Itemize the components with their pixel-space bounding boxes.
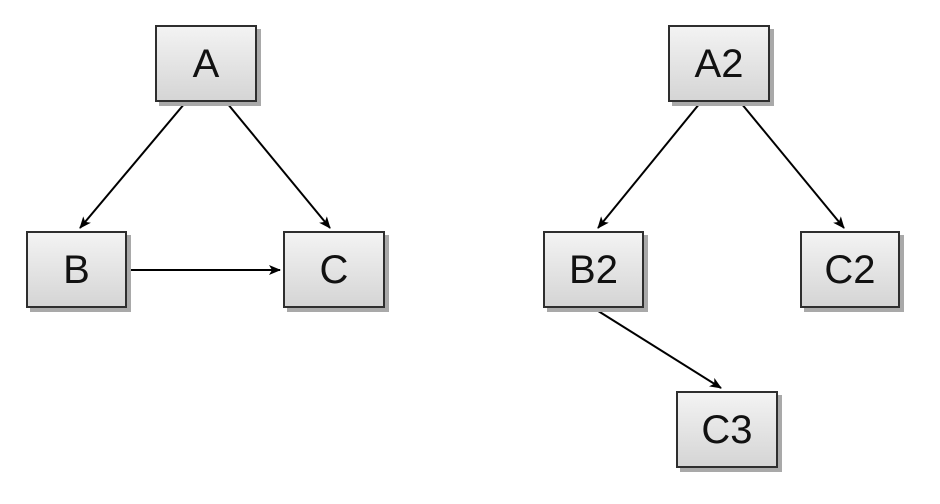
node-C[interactable]: C: [283, 231, 385, 308]
node-label-C3: C3: [701, 407, 753, 452]
edge-A2-C2[interactable]: [740, 102, 845, 229]
node-C3[interactable]: C3: [676, 391, 778, 468]
node-label-C2: C2: [824, 247, 876, 292]
node-B2[interactable]: B2: [543, 231, 644, 308]
edge-B2-C3[interactable]: [594, 308, 722, 389]
node-label-B: B: [63, 247, 90, 292]
node-label-A2: A2: [694, 41, 744, 86]
node-A[interactable]: A: [155, 25, 257, 102]
node-label-B2: B2: [569, 247, 618, 292]
node-label-A: A: [192, 41, 220, 86]
edge-A-B[interactable]: [79, 102, 186, 229]
node-A2[interactable]: A2: [668, 25, 770, 102]
edge-A-C[interactable]: [226, 102, 331, 229]
node-label-C: C: [319, 247, 349, 292]
node-B[interactable]: B: [26, 231, 127, 308]
edge-A2-B2[interactable]: [597, 102, 701, 229]
node-C2[interactable]: C2: [800, 231, 900, 308]
